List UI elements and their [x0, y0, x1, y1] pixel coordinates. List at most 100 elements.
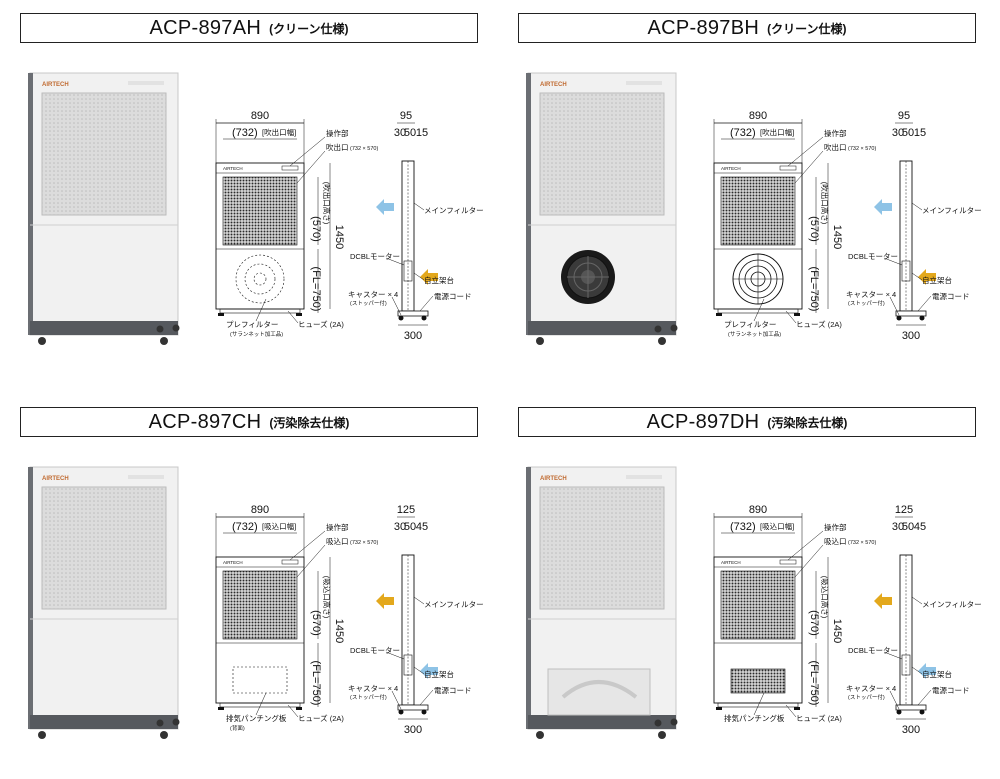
height-1450-dimension: 1450: [333, 619, 345, 643]
outlet-width-dimension: (732): [730, 521, 756, 533]
grille-panel: [222, 570, 298, 640]
main-filter-label: メインフィルター: [424, 600, 484, 609]
bottom-panel-label: プレフィルター: [724, 320, 776, 329]
caster-label: キャスター × 4: [846, 290, 896, 299]
caster-icon: [160, 337, 168, 345]
main-filter-label: メインフィルター: [424, 206, 484, 215]
caster-icon: [160, 731, 168, 739]
product-photo: AIRTECH: [28, 466, 180, 739]
side-depth-total: 125: [397, 504, 415, 516]
product-drawing: AIRTECH 890 (732) [吸込口幅] AIRTECH: [526, 466, 982, 739]
port-height-label: (吸込口高さ): [322, 576, 332, 619]
airflow-arrow-bottom: [420, 663, 438, 679]
control-label: 操作部: [326, 128, 349, 138]
port-label: 吸込口: [824, 537, 847, 546]
caster-icon: [654, 719, 662, 727]
fan-icon: [561, 250, 615, 304]
width-dimension: 890: [251, 110, 269, 122]
product-panel-c: ACP-897CH (汚染除去仕様) AIRTECH: [20, 407, 500, 779]
bottom-panel-sublabel: (サランネット加工品): [728, 330, 781, 338]
control-strip: [626, 475, 662, 479]
caster-icon: [654, 325, 662, 333]
caster-icon: [658, 337, 666, 345]
side-depth-part: 45: [914, 521, 926, 533]
side-base-dimension: 300: [404, 724, 422, 736]
stand-label: 自立架台: [424, 669, 454, 679]
airflow-arrow-top: [376, 593, 394, 609]
bottom-panel-sublabel: (背面): [230, 724, 245, 732]
stand-label: 自立架台: [922, 275, 952, 285]
airflow-arrow-bottom: [918, 663, 936, 679]
model-name: ACP-897BH: [647, 16, 760, 39]
control-label: 操作部: [824, 522, 847, 532]
side-depth-part: 50: [902, 127, 914, 139]
product-drawing: AIRTECH 890 (732) [吸込口幅] AIRTECH: [28, 466, 484, 739]
model-name: ACP-897AH: [149, 16, 262, 39]
caster-icon: [670, 718, 678, 726]
bottom-panel-sublabel: (サランネット加工品): [230, 330, 283, 338]
caster-icon: [536, 731, 544, 739]
front-grille: [41, 486, 167, 610]
side-base-dimension: 300: [404, 330, 422, 342]
floor-level-dimension: (FL=750): [808, 267, 820, 312]
height-570-dimension: (570): [808, 216, 820, 242]
control-label: 操作部: [326, 522, 349, 532]
airflow-arrow-top: [874, 593, 892, 609]
airflow-arrow-top: [874, 199, 892, 215]
port-size: (732 × 570): [350, 146, 378, 152]
brand-logo: AIRTECH: [42, 476, 69, 482]
front-view-drawing: 890 (732) [吹出口幅] AIRTECH: [215, 110, 378, 338]
model-spec: (クリーン仕様): [269, 21, 349, 36]
side-stand-base: [895, 704, 927, 711]
outlet-width-dimension: (732): [232, 127, 258, 139]
outlet-width-dimension: (732): [232, 521, 258, 533]
side-depth-part: 45: [416, 521, 428, 533]
outlet-width-dimension: (732): [730, 127, 756, 139]
main-filter-label: メインフィルター: [922, 600, 982, 609]
stopper-label: (ストッパー付): [350, 299, 387, 307]
power-cord-label: 電源コード: [434, 292, 472, 301]
caster-label: キャスター × 4: [846, 684, 896, 693]
model-title-box: ACP-897BH (クリーン仕様): [518, 13, 976, 43]
side-view-drawing: 95 30 50 15 300 メインフィルター DCBLモーター 自立架台 キ…: [846, 110, 982, 342]
side-depth-part: 30: [892, 127, 904, 139]
caster-label: キャスター × 4: [348, 684, 398, 693]
front-view-drawing: 890 (732) [吸込口幅] AIRTECH 操作部 吸込口 (73: [713, 504, 876, 723]
floor-level-dimension: (FL=750): [310, 661, 322, 706]
model-title-box: ACP-897AH (クリーン仕様): [20, 13, 478, 43]
front-grille: [539, 92, 665, 216]
port-label: 吹出口: [824, 142, 847, 152]
stopper-label: (ストッパー付): [848, 693, 885, 701]
stand-label: 自立架台: [922, 669, 952, 679]
height-1450-dimension: 1450: [831, 619, 843, 643]
drawing-brand: AIRTECH: [223, 560, 243, 565]
main-filter-label: メインフィルター: [922, 206, 982, 215]
caster-icon: [172, 718, 180, 726]
caster-icon: [670, 324, 678, 332]
product-photo: AIRTECH: [526, 466, 678, 739]
side-view-drawing: 95 30 50 15 300 メインフィルター DCBLモーター 自立架台 キ…: [348, 110, 484, 342]
height-1450-dimension: 1450: [333, 225, 345, 249]
motor-label: DCBLモーター: [848, 252, 898, 261]
side-depth-part: 50: [902, 521, 914, 533]
power-cord-label: 電源コード: [932, 686, 970, 695]
product-drawing: AIRTECH 890 (732) [吹出口幅]: [526, 72, 982, 345]
product-panel-b: ACP-897BH (クリーン仕様) AIRTECH: [518, 13, 998, 385]
caster-icon: [156, 719, 164, 727]
fuse-label: ヒューズ (2A): [298, 713, 344, 723]
height-570-dimension: (570): [310, 216, 322, 242]
port-height-label: (吹出口高さ): [820, 182, 830, 225]
caster-icon: [658, 731, 666, 739]
side-view-drawing: 125 30 50 45 300 メインフィルター DCBLモーター 自立架台 …: [846, 504, 982, 736]
side-stand-base: [397, 704, 429, 711]
drawing-brand: AIRTECH: [721, 166, 741, 171]
side-depth-part: 50: [404, 127, 416, 139]
side-stand-base: [895, 310, 927, 317]
side-stand-base: [397, 310, 429, 317]
power-cord-label: 電源コード: [434, 686, 472, 695]
caster-icon: [156, 325, 164, 333]
airflow-arrow-top: [376, 199, 394, 215]
caster-label: キャスター × 4: [348, 290, 398, 299]
model-name: ACP-897DH: [646, 410, 760, 433]
control-strip: [626, 81, 662, 85]
